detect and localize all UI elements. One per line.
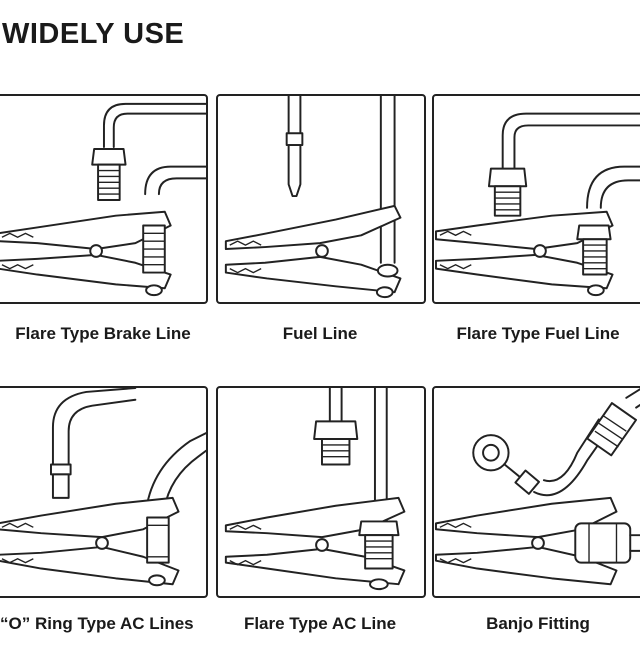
flare-fuel-line-caption: Flare Type Fuel Line bbox=[456, 324, 620, 343]
flare-ac-line-panel bbox=[216, 386, 426, 598]
fuel-line-caption: Fuel Line bbox=[282, 324, 358, 343]
banjo-fitting-icon bbox=[434, 388, 640, 586]
fuel-line-panel bbox=[216, 94, 426, 304]
banjo-fitting-panel bbox=[432, 386, 640, 598]
banjo-fitting-caption: Banjo Fitting bbox=[486, 614, 590, 633]
o-ring-ac-lines-panel bbox=[0, 386, 208, 598]
flare-fuel-line-icon bbox=[435, 112, 640, 297]
o-ring-ac-lines-caption: “O” Ring Type AC Lines bbox=[0, 614, 194, 633]
flare-brake-line-caption: Flare Type Brake Line bbox=[15, 324, 191, 343]
fuel-line-icon bbox=[224, 96, 402, 299]
flare-ac-line-icon bbox=[224, 388, 406, 591]
flare-brake-line-panel bbox=[0, 94, 208, 304]
o-ring-ac-lines-icon bbox=[0, 388, 206, 587]
flare-ac-line-caption: Flare Type AC Line bbox=[243, 614, 397, 633]
flare-fuel-line-panel bbox=[432, 94, 640, 304]
flare-brake-line-icon bbox=[0, 102, 206, 297]
page-title: WIDELY USE bbox=[2, 18, 185, 50]
